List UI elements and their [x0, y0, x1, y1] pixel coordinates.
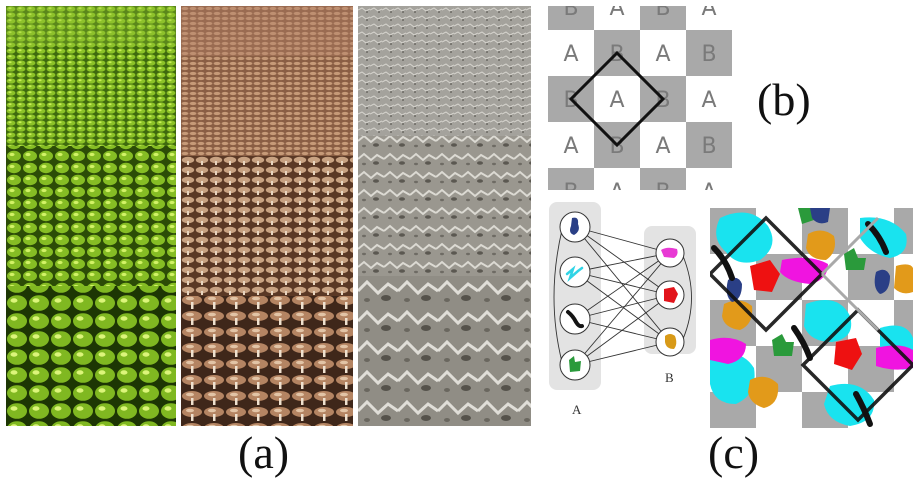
checker-cell	[548, 168, 594, 190]
checker-cell-label: A	[701, 88, 716, 113]
checkerboard-diagram: BABAABABBABAABABBABA	[548, 6, 732, 190]
checker-cell-label: B	[563, 180, 578, 190]
texture-apples-image	[6, 6, 176, 426]
checker-cell	[686, 122, 732, 168]
checker-cell	[686, 168, 732, 190]
checker-cell-label: A	[609, 6, 624, 21]
checker-cell-label: A	[563, 134, 578, 159]
checker-cell	[548, 6, 594, 30]
node-b-1	[655, 238, 685, 268]
checker-cell	[594, 6, 640, 30]
checker-cell	[686, 30, 732, 76]
bipartite-graph-diagram: A B	[548, 200, 702, 426]
checker-cell	[640, 6, 686, 30]
node-b-2	[655, 280, 685, 310]
set-b-label: B	[665, 370, 674, 385]
node-a-3	[559, 303, 591, 335]
checker-cell	[548, 122, 594, 168]
texture-stone-image	[358, 6, 531, 426]
checker-cell	[594, 76, 640, 122]
checker-cell	[640, 30, 686, 76]
checker-cell	[640, 168, 686, 190]
node-a-2	[559, 256, 591, 288]
checker-cell-label: A	[701, 180, 716, 190]
checker-cell-label: B	[563, 6, 578, 21]
checker-cell-label: A	[701, 6, 716, 21]
node-a-1	[559, 211, 591, 243]
node-b-3	[655, 327, 685, 357]
checker-cell	[548, 30, 594, 76]
checker-cell-label: A	[655, 42, 670, 67]
caption-a: (a)	[238, 427, 290, 478]
caption-c: (c)	[708, 427, 760, 478]
checker-cell-label: B	[701, 134, 716, 159]
checker-cell	[594, 168, 640, 190]
checker-cell-label: A	[655, 134, 670, 159]
checker-cell-label: A	[609, 88, 624, 113]
checker-cell	[686, 6, 732, 30]
diamond-outline	[568, 50, 666, 148]
checker-cell	[640, 122, 686, 168]
checker-cell-label: A	[609, 180, 624, 190]
checker-cell	[686, 76, 732, 122]
tiled-pattern-image	[710, 208, 913, 428]
checker-cell-label: A	[563, 42, 578, 67]
set-a-group	[549, 202, 601, 390]
caption-b: (b)	[757, 74, 811, 125]
checker-cell-label: B	[701, 42, 716, 67]
checker-cell-label: B	[655, 6, 670, 21]
checker-cell-label: B	[655, 180, 670, 190]
texture-mushrooms-image	[181, 6, 353, 426]
set-a-label: A	[572, 402, 582, 417]
node-a-4	[559, 349, 591, 381]
